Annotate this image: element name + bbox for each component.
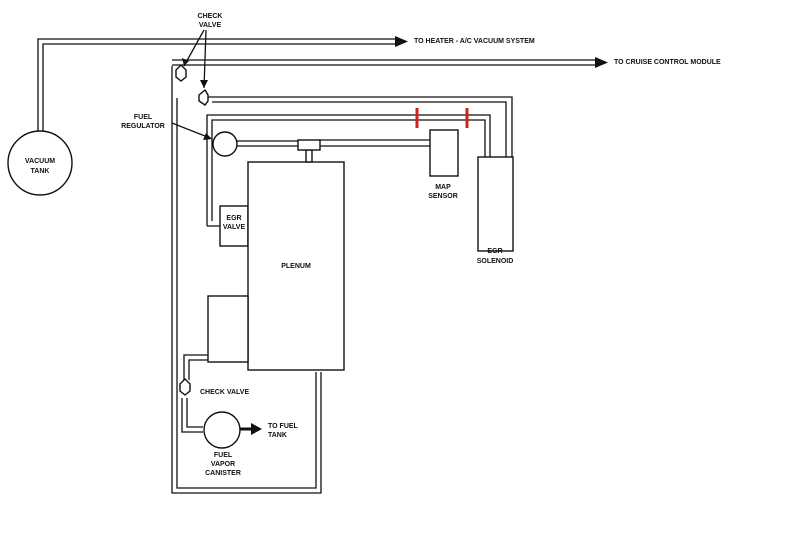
plenum-lower-block [207, 295, 249, 363]
egr-valve-label: EGR [226, 215, 241, 222]
hose-canister [181, 354, 208, 433]
plenum-vacuum-port [297, 139, 321, 163]
to-cruise-label: TO CRUISE CONTROL MODULE [614, 59, 721, 66]
fuel-vapor-canister [203, 411, 241, 449]
fuel-regulator-leader [171, 122, 212, 140]
map-sensor-label: MAP [435, 184, 451, 191]
vacuum-tank-label: VACUUM [25, 158, 55, 165]
plenum [247, 161, 345, 371]
check-valve-icon [198, 88, 209, 106]
egr-solenoid-label: SOLENOID [477, 258, 514, 265]
fuel-regulator [212, 131, 238, 157]
to-heater-label: TO HEATER - A/C VACUUM SYSTEM [414, 38, 535, 45]
vacuum-tank [7, 130, 73, 196]
to-fuel-tank-label: TO FUEL [268, 423, 299, 430]
to-fuel-tank-arrow [240, 423, 262, 435]
egr-solenoid [477, 156, 514, 252]
hose-fuel-regulator [237, 140, 300, 147]
canister-label: FUEL [214, 452, 233, 459]
map-sensor [429, 129, 459, 177]
plenum-label: PLENUM [281, 263, 311, 270]
check-valve-icon [179, 378, 191, 396]
map-sensor-label: SENSOR [428, 193, 458, 200]
check-valve-leaders [182, 29, 208, 89]
hose-main-vertical [171, 66, 322, 494]
check-valve-icon [175, 64, 187, 82]
vacuum-tank-label: TANK [31, 168, 50, 175]
check-valve-bottom-label: CHECK VALVE [200, 389, 249, 396]
hose-to-egr-solenoid [205, 96, 513, 157]
canister-label: CANISTER [205, 470, 241, 477]
egr-solenoid-label: EGR [487, 248, 502, 255]
hose-egr-solenoid-branch [206, 114, 491, 226]
to-fuel-tank-label: TANK [268, 432, 287, 439]
check-valve-label: CHECK [198, 13, 223, 20]
egr-valve-label: VALVE [223, 224, 246, 231]
hose-map-sensor [318, 139, 430, 147]
hose-to-heater [37, 36, 408, 136]
canister-label: VAPOR [211, 461, 235, 468]
hose-to-cruise-control [172, 57, 608, 68]
fuel-regulator-label: FUEL [134, 114, 153, 121]
fuel-regulator-label: REGULATOR [121, 123, 165, 130]
check-valve-label: VALVE [199, 22, 222, 29]
